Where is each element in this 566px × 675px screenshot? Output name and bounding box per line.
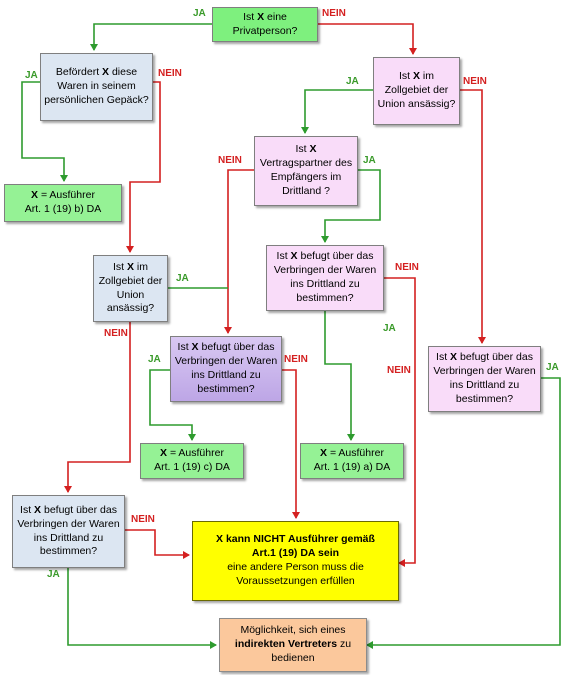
result-nicht-ausfuehrer: X kann NICHT Ausführer gemäß Art.1 (19) …: [192, 521, 399, 601]
ja-label: JA: [546, 362, 559, 373]
arrow-ja: [301, 89, 373, 134]
nein-label: NEIN: [322, 8, 346, 19]
question-zollgebiet-right: Ist X im Zollgebiet der Union ansässig?: [373, 57, 460, 125]
ja-label: JA: [383, 323, 396, 334]
arrow-nein: [64, 322, 131, 493]
question-privatperson: Ist X eine Privatperson?: [212, 7, 318, 42]
arrow-nein: [125, 529, 190, 559]
nein-label: NEIN: [131, 514, 155, 525]
arrow-ja: [21, 81, 68, 182]
arrow-ja: [90, 23, 212, 51]
question-zollgebiet-left: Ist X im Zollgebiet der Union ansässig?: [93, 255, 168, 322]
arrow-ja: [149, 369, 196, 441]
nein-label: NEIN: [104, 328, 128, 339]
question-befugt-middle: Ist X befugt über das Verbringen der War…: [266, 245, 384, 311]
ja-label: JA: [148, 354, 161, 365]
nein-label: NEIN: [395, 262, 419, 273]
question-befugt-left: Ist X befugt über das Verbringen der War…: [12, 495, 125, 568]
question-befugt-right: Ist X befugt über das Verbringen der War…: [428, 346, 541, 412]
ja-label: JA: [193, 8, 206, 19]
ja-label: JA: [47, 569, 60, 580]
arrow-ja: [67, 568, 217, 649]
arrow-nein: [460, 89, 486, 344]
question-befugt-purple: Ist X befugt über das Verbringen der War…: [170, 336, 282, 402]
arrow-nein: [318, 23, 417, 55]
question-befoerdert-gepaeck: Befördert X diese Waren in seinem persön…: [40, 53, 153, 121]
nein-label: NEIN: [463, 76, 487, 87]
ja-label: JA: [25, 70, 38, 81]
arrow-nein: [282, 369, 300, 519]
nein-label: NEIN: [284, 354, 308, 365]
arrow-nein: [224, 169, 254, 334]
arrow-nein: [126, 81, 161, 253]
nein-label: NEIN: [387, 365, 411, 376]
arrow-ja: [324, 311, 355, 441]
nein-label: NEIN: [218, 155, 242, 166]
arrow-ja: [366, 377, 561, 649]
question-vertragspartner: Ist X Vertragspartner des Empfängers im …: [254, 136, 358, 206]
arrow-ja: [321, 169, 381, 243]
result-indirekter-vertreter: Möglichkeit, sich eines indirekten Vertr…: [219, 618, 367, 672]
nein-label: NEIN: [158, 68, 182, 79]
arrow-nein: [384, 277, 416, 567]
ja-label: JA: [346, 76, 359, 87]
ja-label: JA: [176, 273, 189, 284]
ja-label: JA: [363, 155, 376, 166]
